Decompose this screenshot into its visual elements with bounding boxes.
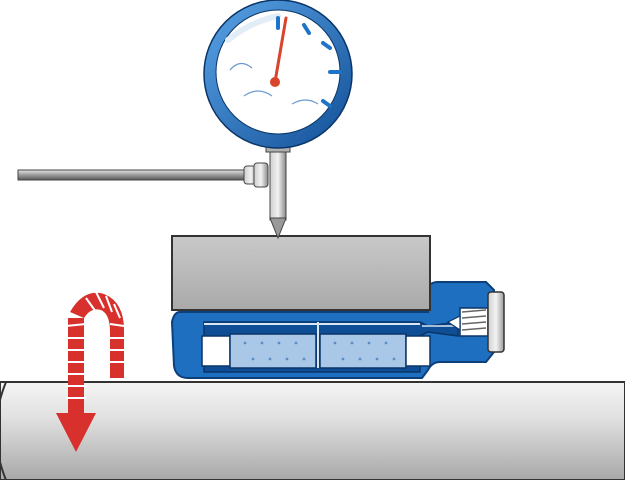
shaft bbox=[0, 381, 625, 480]
hydraulic-clamp bbox=[170, 281, 495, 379]
indicator-arm bbox=[17, 162, 269, 188]
rotation-arrow bbox=[56, 291, 125, 452]
dial-needle bbox=[273, 16, 288, 84]
dial-ticks bbox=[276, 16, 342, 108]
adjustment-screw bbox=[446, 291, 505, 353]
gauge-block bbox=[171, 235, 431, 311]
dial-indicator bbox=[203, 0, 353, 240]
